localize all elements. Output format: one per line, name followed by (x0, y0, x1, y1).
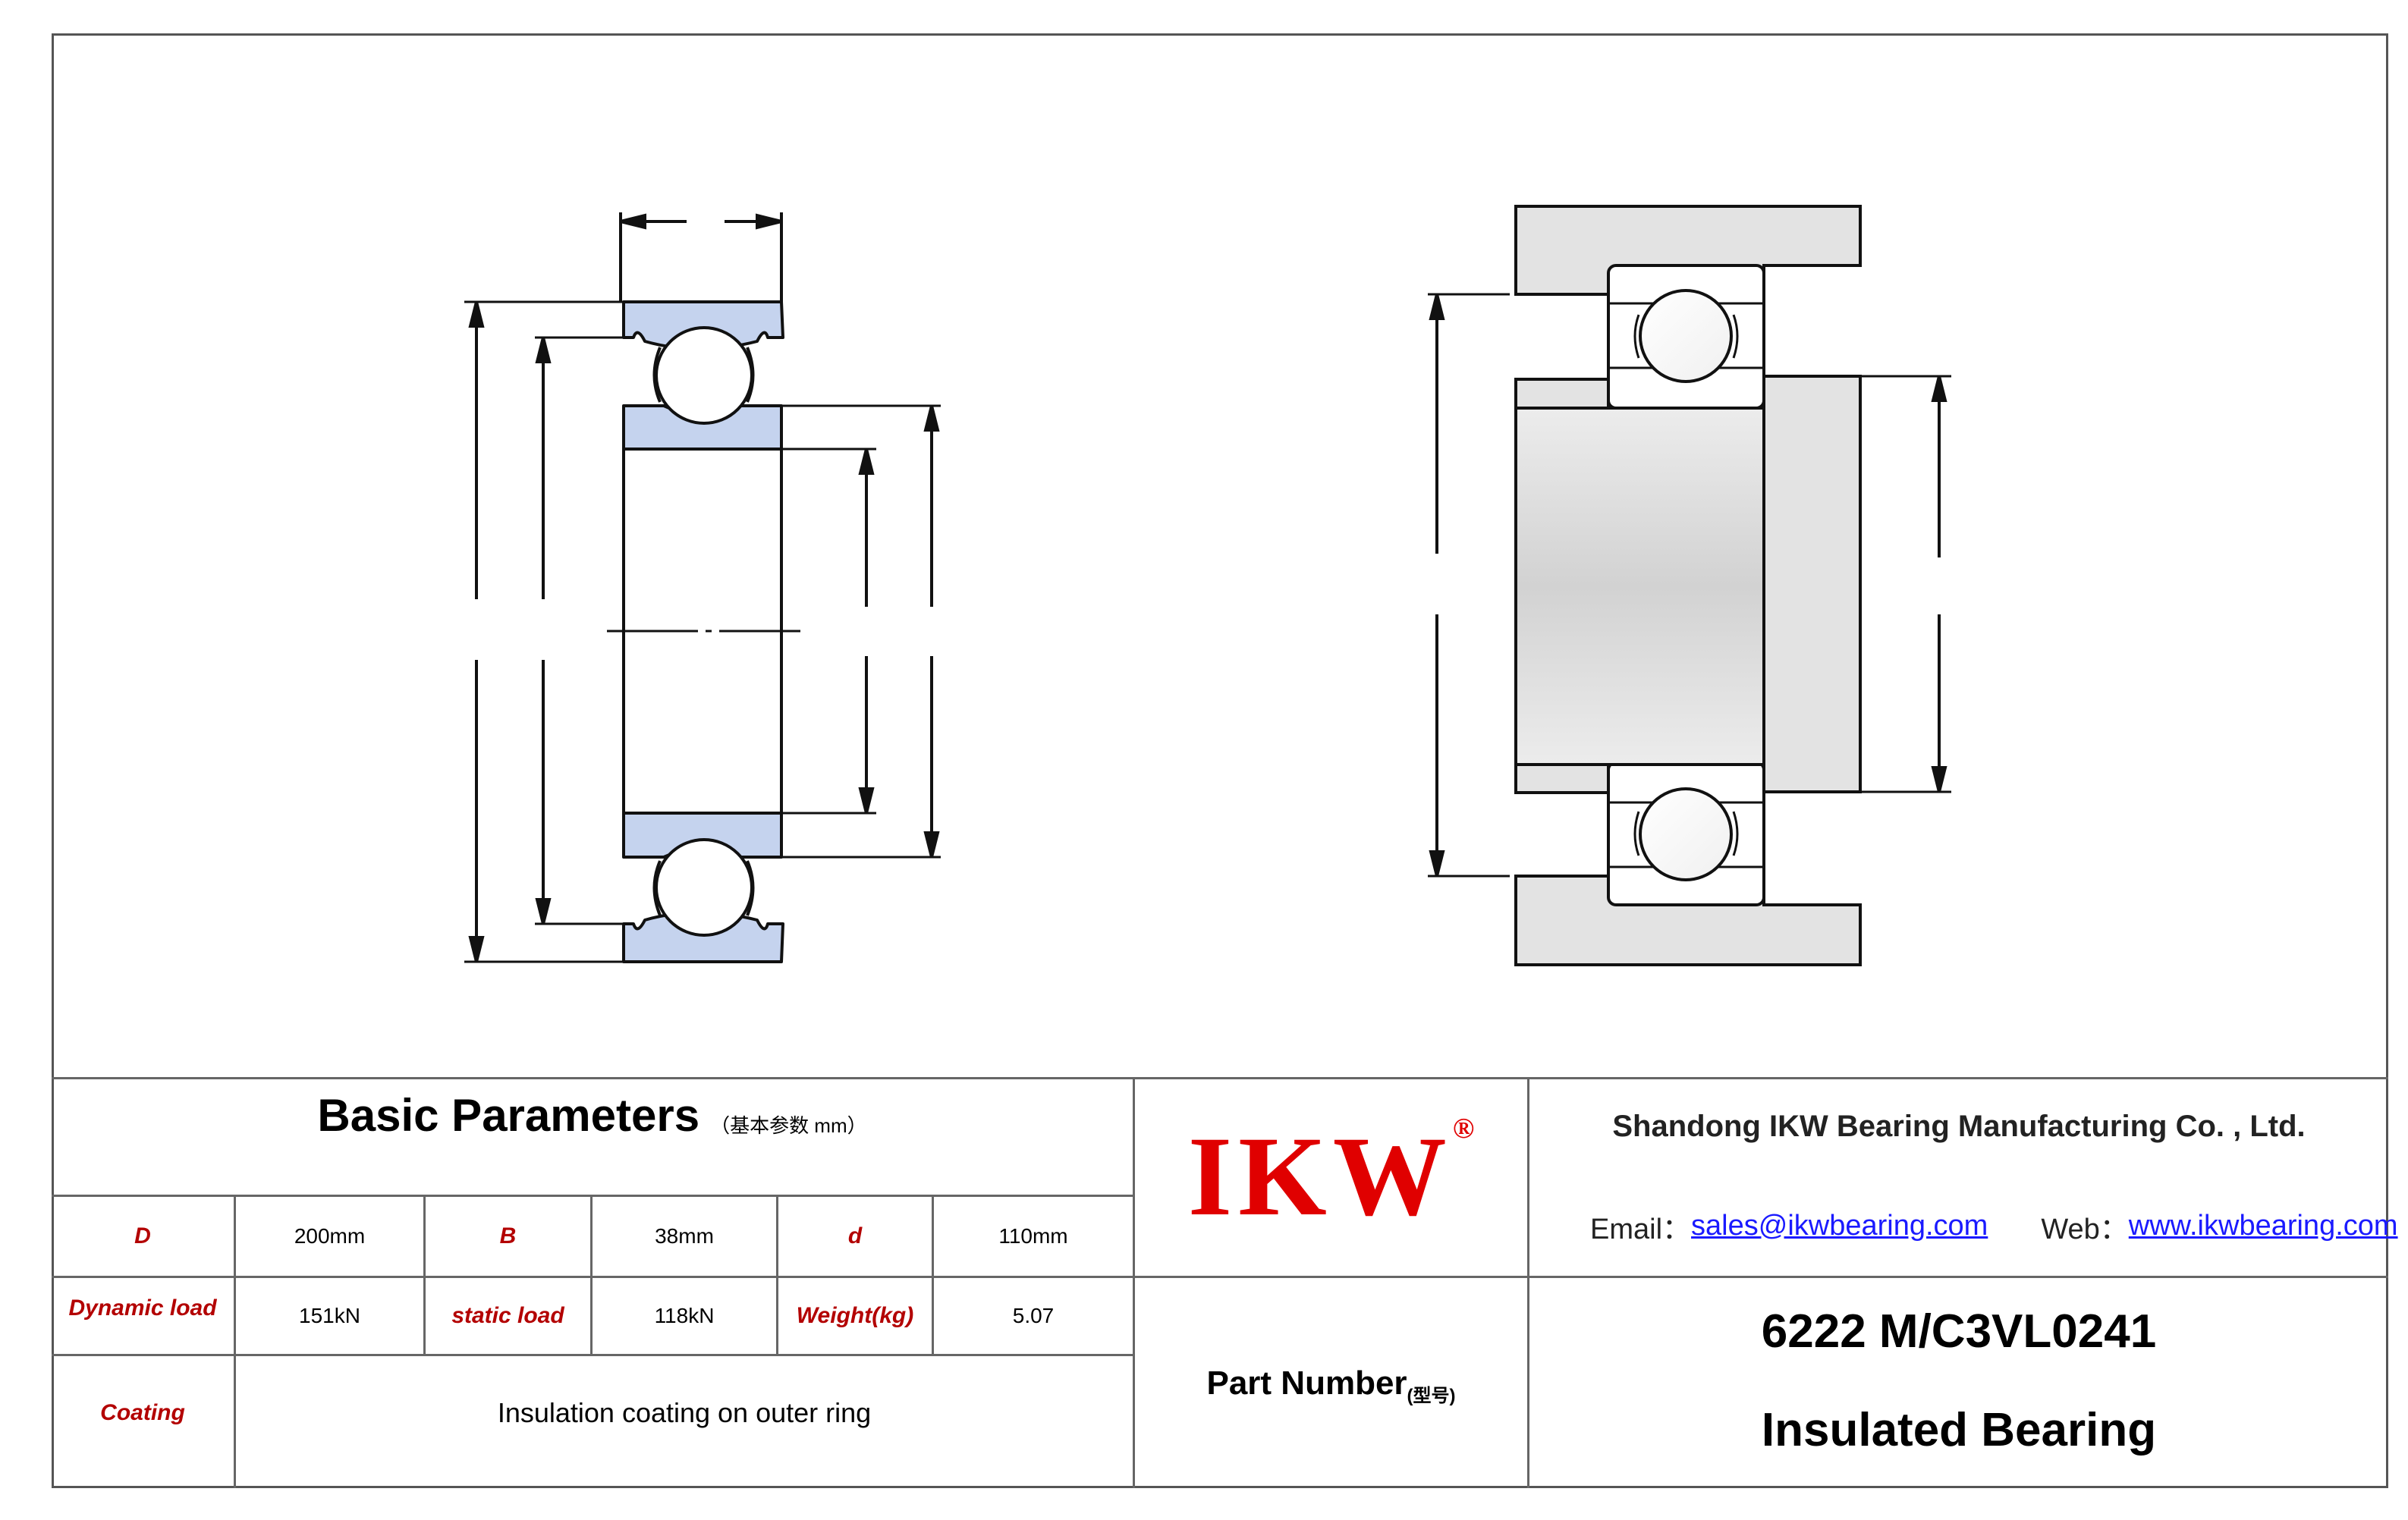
part-number-value: 6222 M/C3VL0241 (1761, 1305, 2157, 1358)
bore-diameter-dimension (781, 448, 876, 815)
shaft-diameter-dimension (1860, 375, 1951, 793)
outer-ring-bore-dimension (535, 336, 624, 925)
param-value-static-load: 118kN (654, 1304, 715, 1327)
company-contact: Email： sales@ikwbearing.com Web： www.ikw… (1529, 1176, 2398, 1276)
param-label-coating: Coating (100, 1400, 185, 1425)
mounted-bearing-top (1607, 264, 1765, 410)
mounting-view (1428, 205, 1951, 966)
registered-mark: ® (1452, 1113, 1475, 1145)
shaft (1514, 375, 1862, 794)
logo-text: IKW (1187, 1113, 1453, 1239)
width-dimension-b (619, 212, 783, 302)
param-label-dynamic-load: Dynamic load (68, 1295, 217, 1321)
part-number-label-sub: (型号) (1407, 1385, 1456, 1406)
email-label: Email： (1590, 1213, 1692, 1245)
mounted-bearing-bottom (1607, 761, 1765, 906)
param-label-b: B (499, 1223, 517, 1248)
param-label-d-bore: d (847, 1223, 863, 1248)
technical-drawings (464, 205, 1951, 966)
bearing-type: Insulated Bearing (1761, 1403, 2157, 1456)
ball-bottom (652, 838, 755, 937)
basic-parameters-heading: Basic Parameters （基本参数 mm） (52, 1077, 1133, 1153)
param-label-static-load: static load (451, 1303, 564, 1328)
param-value-weight: 5.07 (1012, 1304, 1055, 1327)
param-value-b: 38mm (655, 1224, 714, 1248)
basic-parameters-title: Basic Parameters (317, 1089, 700, 1141)
company-logo: IKW® (1135, 1077, 1527, 1276)
part-number-label-cell: Part Number(型号) (1135, 1278, 1527, 1488)
param-label-weight: Weight(kg) (796, 1303, 914, 1328)
basic-parameters-subtitle: （基本参数 mm） (710, 1113, 867, 1137)
param-value-d-outer: 200mm (294, 1224, 366, 1248)
housing-bore-dimension (1428, 293, 1510, 878)
title-block: Basic Parameters （基本参数 mm） D 200mm B 38m… (52, 1077, 2398, 1488)
param-value-coating: Insulation coating on outer ring (497, 1397, 872, 1428)
part-number-label: Part Number (1206, 1364, 1407, 1402)
web-link[interactable]: www.ikwbearing.com (2128, 1209, 2398, 1242)
outer-diameter-dimension (464, 300, 624, 963)
param-label-d-outer: D (134, 1223, 151, 1248)
ball-top (652, 326, 755, 425)
drawing-frame (52, 33, 2388, 1488)
web-label: Web： (2041, 1213, 2129, 1245)
param-value-d-bore: 110mm (998, 1224, 1068, 1248)
bearing-section-view (464, 212, 941, 963)
param-value-dynamic-load: 151kN (299, 1304, 360, 1327)
company-name: Shandong IKW Bearing Manufacturing Co. ,… (1612, 1109, 2306, 1143)
inner-ring-od-dimension (781, 404, 941, 859)
email-link[interactable]: sales@ikwbearing.com (1691, 1209, 1988, 1242)
